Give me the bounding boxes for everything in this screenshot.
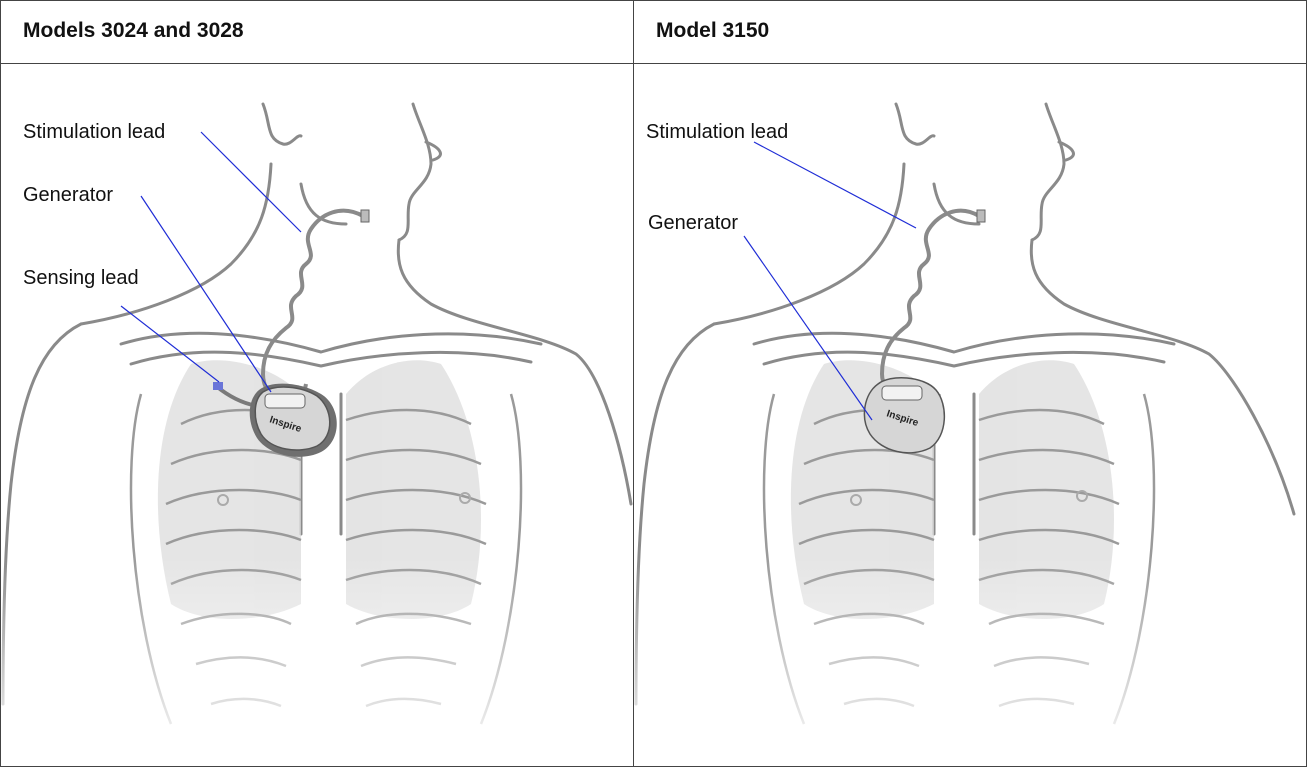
generator-device-right: Inspire: [864, 378, 944, 453]
torso-illustration-left: Inspire: [1, 64, 634, 767]
right-column-title: Model 3150: [656, 19, 769, 43]
torso-illustration-right: Inspire: [634, 64, 1307, 767]
stimulation-lead-label-right: Stimulation lead: [646, 121, 788, 144]
left-illustration-cell: Inspire Stimulation lead Generator Sensi…: [0, 63, 634, 767]
generator-label-left: Generator: [23, 184, 113, 207]
generator-label-right: Generator: [648, 212, 738, 235]
sensing-lead-label-left: Sensing lead: [23, 267, 139, 290]
stimulation-lead-label-left: Stimulation lead: [23, 121, 165, 144]
right-illustration-cell: Inspire Stimulation lead Generator: [633, 63, 1307, 767]
right-column-header: Model 3150: [633, 0, 1307, 64]
left-column-header: Models 3024 and 3028: [0, 0, 634, 64]
left-column-title: Models 3024 and 3028: [23, 19, 244, 43]
